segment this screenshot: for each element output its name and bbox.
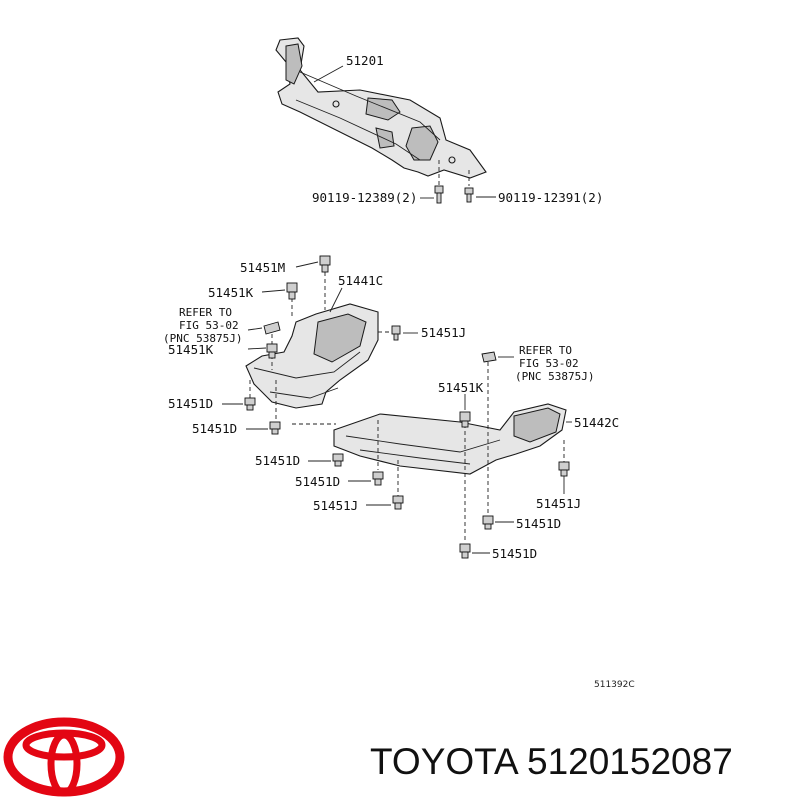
callout-90119-12391: 90119-12391(2)	[498, 190, 603, 205]
callout-51451d-a: 51451D	[168, 396, 213, 411]
engine-under-cover-51442c-drawing	[333, 362, 567, 540]
callout-51451j-b: 51451J	[313, 498, 358, 513]
callout-51442c: 51442C	[574, 415, 619, 430]
callout-51451k-c: 51451K	[438, 380, 484, 395]
refer-left-line3: (PNC 53875J)	[163, 332, 242, 345]
callout-51201: 51201	[346, 53, 384, 68]
callout-51441c: 51441C	[338, 273, 383, 288]
fastener-icons	[244, 255, 570, 559]
crossmember-51201-drawing	[275, 37, 487, 179]
refer-right-line1: REFER TO	[519, 344, 572, 357]
drawing-code: 511392C	[594, 680, 635, 690]
part-number: 5120152087	[527, 741, 733, 782]
toyota-logo-icon	[3, 717, 125, 797]
callout-51451d-b: 51451D	[192, 421, 237, 436]
callout-51451k-b: 51451K	[168, 342, 214, 357]
brand-name: TOYOTA	[370, 741, 519, 782]
callout-51451j-c: 51451J	[536, 496, 581, 511]
callout-labels: 51201 90119-12389(2) 90119-12391(2) 5145…	[163, 53, 635, 690]
callout-90119-12389: 90119-12389(2)	[312, 190, 417, 205]
bolt-90119-12389-drawing	[434, 160, 444, 204]
callout-51451m: 51451M	[240, 260, 285, 275]
leader-lines	[222, 261, 572, 554]
bolt-90119-12391-drawing	[464, 170, 496, 203]
refer-left-line1: REFER TO	[179, 306, 232, 319]
refer-right-line2: FIG 53-02	[519, 357, 579, 370]
refer-left-line2: FIG 53-02	[179, 319, 239, 332]
callout-51451d-f: 51451D	[492, 546, 537, 561]
callout-51451d-e: 51451D	[516, 516, 561, 531]
callout-51451d-c: 51451D	[255, 453, 300, 468]
callout-51451d-d: 51451D	[295, 474, 340, 489]
callout-51451k-a: 51451K	[208, 285, 254, 300]
refer-right-line3: (PNC 53875J)	[515, 370, 594, 383]
engine-under-cover-51441c-drawing	[245, 272, 392, 425]
callout-51451j-a: 51451J	[421, 325, 466, 340]
